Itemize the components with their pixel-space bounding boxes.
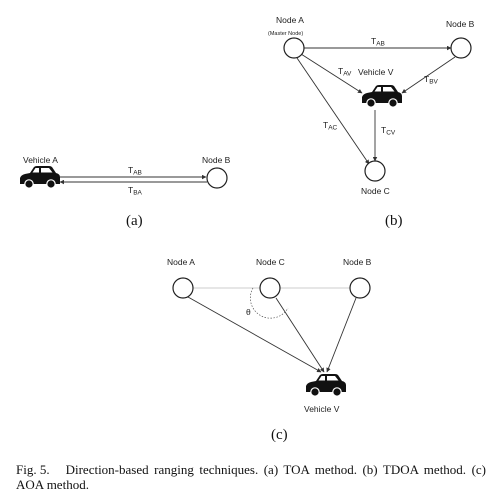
node-a-label: Node A <box>167 257 195 267</box>
node-c-label: Node C <box>361 186 390 196</box>
vehicle-a-label: Vehicle A <box>23 155 58 165</box>
node-b-circle <box>450 37 472 59</box>
vehicle-a-car-icon <box>19 165 61 189</box>
angle-arc <box>250 287 289 319</box>
node-a-note: (Master Node) <box>268 31 303 37</box>
caption-fig-number: Fig. 5. <box>16 462 50 477</box>
caption-text: Direction-based ranging techniques. (a) … <box>16 462 486 492</box>
edge-bv-arrow <box>326 297 357 373</box>
node-b-label: Node B <box>446 19 475 29</box>
panel-c: Node A Node C Node B θ Vehicle V (c) <box>167 257 372 443</box>
vehicle-v-label: Vehicle V <box>358 67 394 77</box>
vehicle-v-label: Vehicle V <box>304 404 340 414</box>
node-b-circle <box>349 277 371 299</box>
node-a-circle <box>172 277 194 299</box>
edge-ab-label: TAB <box>371 36 385 48</box>
edge-bv-arrow <box>401 56 456 94</box>
panel-a-label: (a) <box>126 213 143 229</box>
edge-cv-arrow <box>275 297 325 373</box>
vehicle-v-car-icon <box>361 84 403 108</box>
node-b-label: Node B <box>343 257 372 267</box>
node-c-circle <box>364 160 386 182</box>
angle-label: θ <box>246 307 251 317</box>
panel-b: Node A (Master Node) Node B Node C Vehic… <box>268 15 475 229</box>
node-c-label: Node C <box>256 257 285 267</box>
edge-ba-label: TBA <box>128 185 143 197</box>
node-b-label: Node B <box>202 155 231 165</box>
edge-cv-label: TCV <box>381 125 396 137</box>
edge-av-label: TAV <box>338 66 352 78</box>
vehicle-v-car-icon <box>305 373 347 397</box>
edge-bv-label: TBV <box>424 74 439 86</box>
panel-b-label: (b) <box>385 213 403 229</box>
edge-ac-label: TAC <box>323 120 338 132</box>
figure-caption: Fig. 5.Direction-based ranging technique… <box>16 462 486 492</box>
panel-a: Vehicle A Node B TAB TBA (a) <box>19 155 231 229</box>
node-c-circle <box>259 277 281 299</box>
panel-c-label: (c) <box>271 427 288 443</box>
node-b-circle <box>206 167 228 189</box>
node-a-circle <box>283 37 305 59</box>
edge-ac-arrow <box>296 57 370 165</box>
edge-av-arrow <box>300 53 363 94</box>
node-a-label: Node A <box>276 15 304 25</box>
edge-ab-label: TAB <box>128 165 142 177</box>
edge-av-arrow <box>187 296 322 373</box>
